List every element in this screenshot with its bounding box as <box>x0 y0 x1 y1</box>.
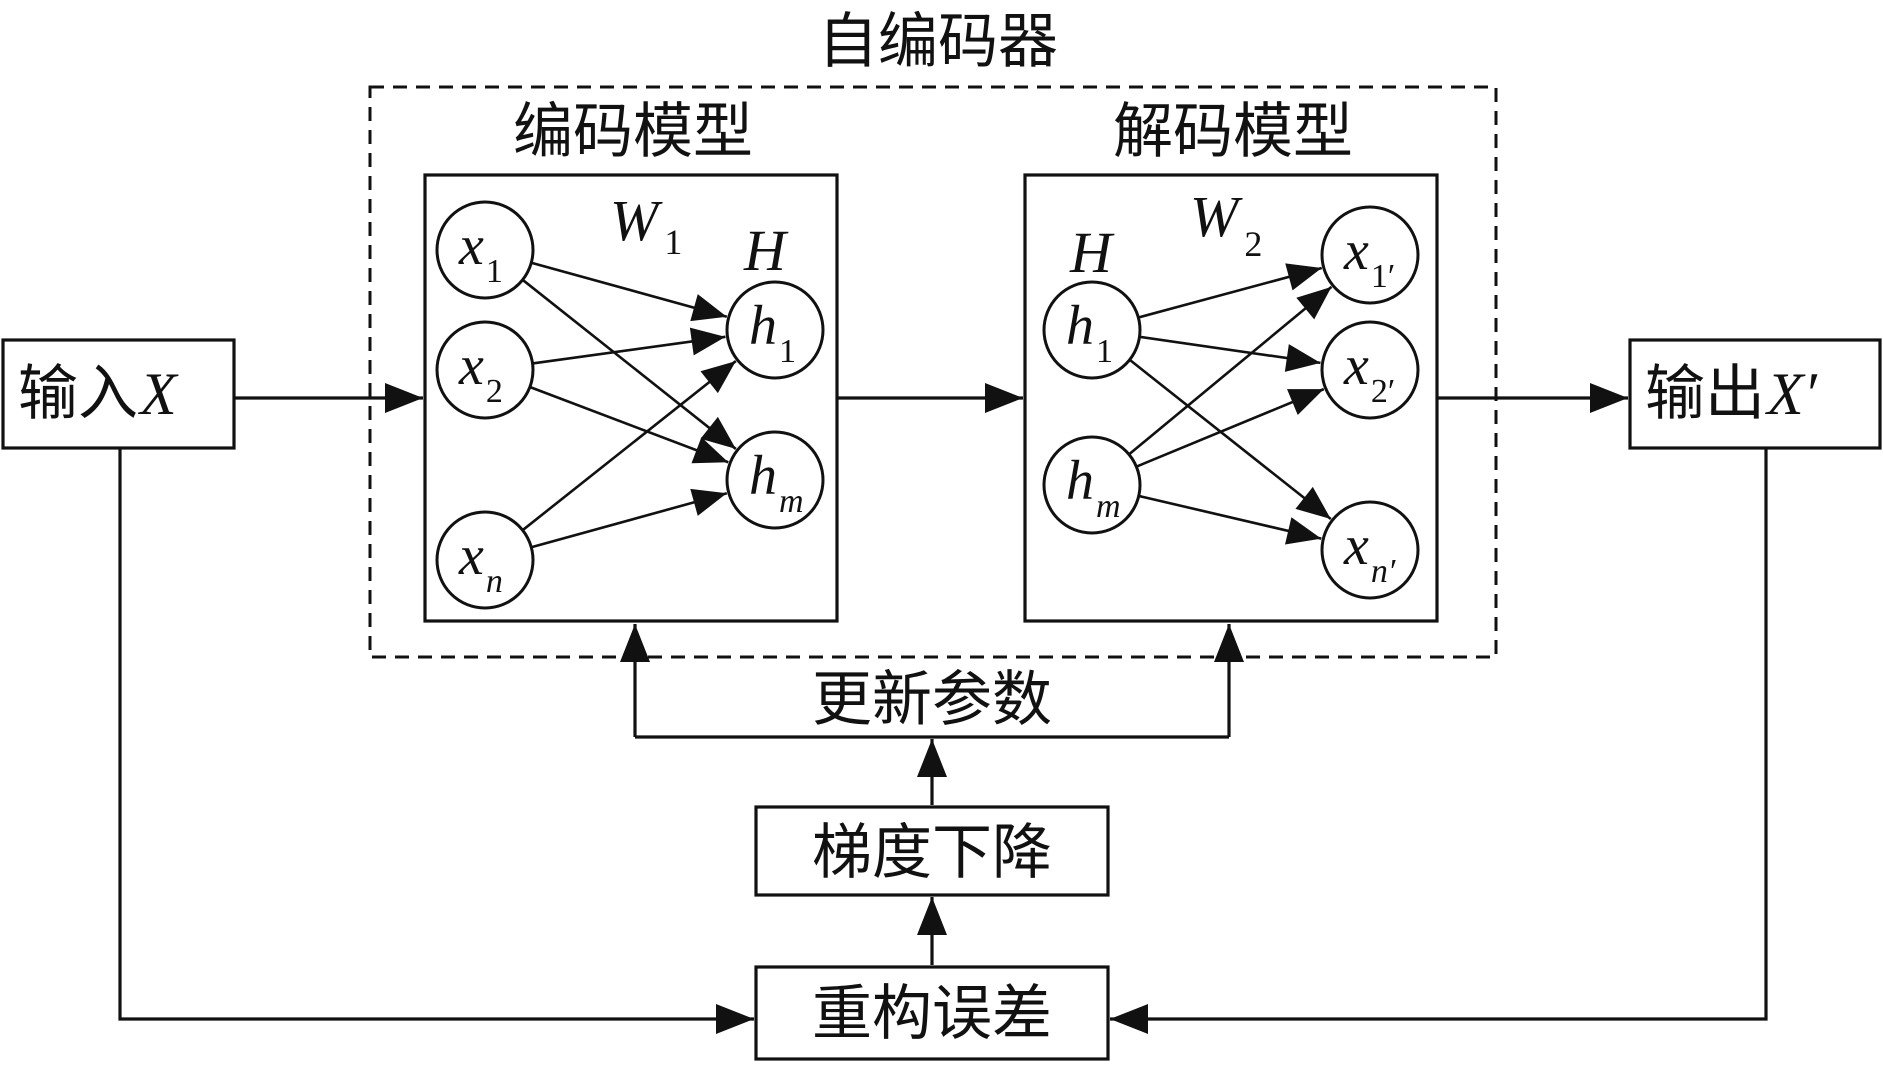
dec-output-node-1 <box>1320 320 1420 420</box>
decoder-arrowhead-0-1 <box>1284 344 1321 372</box>
enc-hidden-node-subscript-0: 1 <box>779 333 796 370</box>
encoder-arrowhead-0-0 <box>690 294 727 322</box>
encoder-hidden-label: H <box>743 218 789 283</box>
encoder-arrowhead-1-1 <box>691 437 729 464</box>
encoder-edge-0-1 <box>521 278 737 450</box>
dec-hidden-node-0 <box>1042 280 1142 380</box>
dec-output-node-symbol-1: x <box>1343 335 1369 397</box>
enc-input-node-subscript-2: n <box>486 563 503 600</box>
reconstruction-error-box <box>754 965 1110 1061</box>
dec-output-node-0 <box>1320 205 1420 305</box>
dec-output-node-label-0: x1′ <box>1343 220 1395 295</box>
gradient-descent-label: 梯度下降 <box>812 818 1052 888</box>
enc-hidden-node-label-0: h1 <box>749 295 796 370</box>
dec-hidden-node-label-0: h1 <box>1066 295 1113 370</box>
enc-input-node-symbol-2: x <box>458 525 484 587</box>
arrow-output-to-error <box>1110 448 1768 1034</box>
enc-input-node-symbol-1: x <box>458 335 484 397</box>
dec-hidden-node-1 <box>1042 435 1142 535</box>
input-label: 输入X <box>18 359 179 429</box>
arrow-input-to-error <box>118 448 754 1034</box>
dec-output-node-label-1: x2′ <box>1343 335 1395 410</box>
dec-output-node-subscript-0: 1′ <box>1371 258 1395 295</box>
encoder-arrowhead-2-1 <box>690 488 727 516</box>
encoder-arrowhead-0-1 <box>700 416 736 449</box>
dec-output-node-label-2: xn′ <box>1343 515 1396 590</box>
decoder-arrowhead-0-0 <box>1285 263 1322 291</box>
enc-input-node-2 <box>435 510 535 610</box>
enc-hidden-node-symbol-1: h <box>749 445 777 507</box>
enc-input-node-1 <box>435 320 535 420</box>
decoder-title: 解码模型 <box>1113 97 1353 167</box>
dec-hidden-node-symbol-0: h <box>1066 295 1094 357</box>
enc-input-node-subscript-0: 1 <box>486 253 503 290</box>
encoder-title: 编码模型 <box>513 97 753 167</box>
autoencoder-boundary <box>368 85 1498 659</box>
encoder-arrowhead-1-0 <box>689 327 726 356</box>
enc-input-node-symbol-0: x <box>458 215 484 277</box>
decoder-hidden-label: H <box>1069 220 1115 285</box>
enc-hidden-node-0 <box>725 280 825 380</box>
dec-hidden-node-subscript-0: 1 <box>1096 333 1113 370</box>
dec-hidden-node-label-1: hm <box>1066 450 1121 525</box>
autoencoder-title: 自编码器 <box>818 7 1058 77</box>
enc-input-node-0 <box>435 200 535 300</box>
decoder-arrowhead-1-2 <box>1285 517 1322 545</box>
input-box <box>1 338 236 450</box>
gradient-descent-box <box>754 805 1110 897</box>
dec-output-node-subscript-2: n′ <box>1371 553 1396 590</box>
decoder-edge-0-2 <box>1128 358 1332 520</box>
encoder-arrowhead-2-0 <box>700 361 736 394</box>
output-label: 输出X′ <box>1645 359 1818 429</box>
decoder-arrowhead-1-1 <box>1287 389 1324 416</box>
dec-output-node-symbol-0: x <box>1343 220 1369 282</box>
decoder-arrowhead-1-0 <box>1296 286 1332 320</box>
enc-hidden-node-subscript-1: m <box>779 483 804 520</box>
enc-input-node-label-0: x1 <box>458 215 503 290</box>
enc-hidden-node-label-1: hm <box>749 445 804 520</box>
enc-input-node-label-1: x2 <box>458 335 503 410</box>
network-edges <box>521 261 1333 549</box>
dec-output-node-2 <box>1320 500 1420 600</box>
dec-hidden-node-subscript-1: m <box>1096 488 1121 525</box>
dec-hidden-node-symbol-1: h <box>1066 450 1094 512</box>
enc-hidden-node-symbol-0: h <box>749 295 777 357</box>
encoder-edge-1-1 <box>529 385 729 464</box>
decoder-arrowhead-0-2 <box>1295 486 1331 519</box>
reconstruction-error-label: 重构误差 <box>812 979 1052 1049</box>
encoder-edge-2-0 <box>521 360 737 532</box>
enc-input-node-label-2: xn <box>458 525 503 600</box>
decoder-edge-1-0 <box>1128 285 1333 456</box>
output-box <box>1628 338 1882 450</box>
dec-output-node-subscript-1: 2′ <box>1371 373 1395 410</box>
enc-hidden-node-1 <box>725 430 825 530</box>
update-params-label: 更新参数 <box>812 665 1052 735</box>
enc-input-node-subscript-1: 2 <box>486 373 503 410</box>
dec-output-node-symbol-2: x <box>1343 515 1369 577</box>
